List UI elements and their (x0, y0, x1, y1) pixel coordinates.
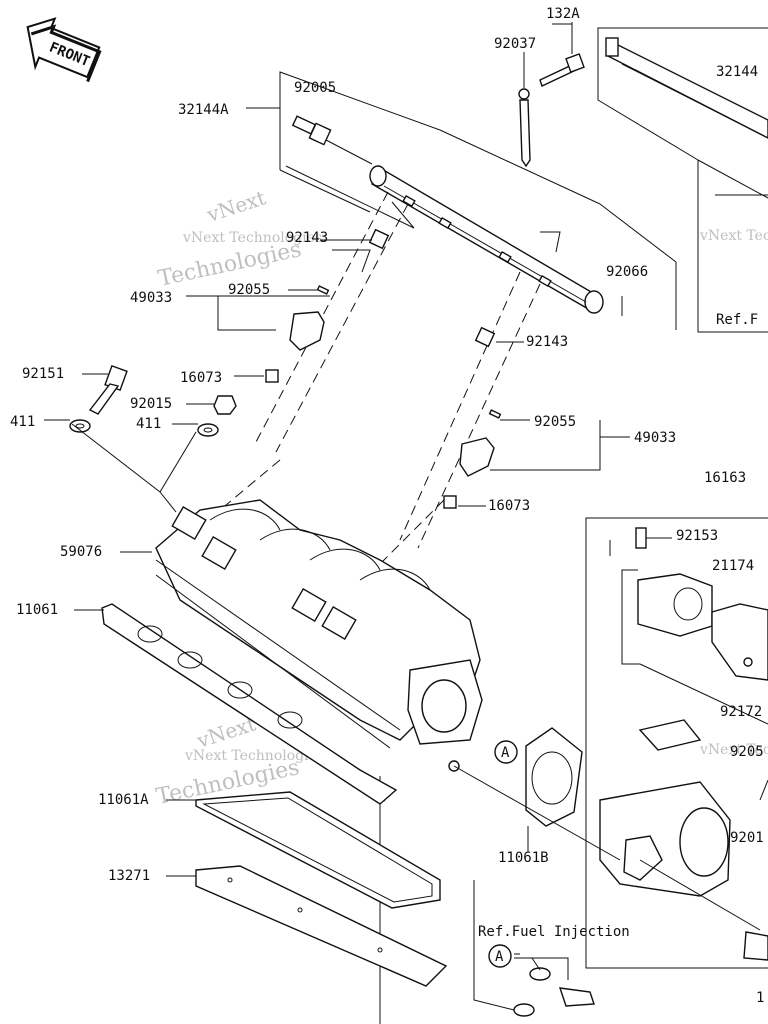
label-411-left: 411 (10, 414, 35, 430)
part-92037-clip (518, 52, 531, 168)
watermark-text: vNext Technologies (182, 230, 322, 246)
part-11061a-gasket (195, 791, 441, 909)
part-411-washer-mid (197, 423, 219, 437)
part-11061-gasket (101, 603, 398, 805)
callout-letter: A (495, 949, 504, 965)
watermark-text: vNext (203, 185, 268, 227)
label-bottom-right: 1 (756, 990, 764, 1006)
label-21174: 21174 (712, 558, 754, 574)
label-16163: 16163 (704, 470, 746, 486)
label-16073-top: 16073 (180, 370, 222, 386)
part-92015-nut (213, 395, 237, 415)
label-32144-right: 32144 (716, 64, 758, 80)
part-132a-bolt (539, 22, 585, 87)
label-411-mid: 411 (136, 416, 161, 432)
ref-box-fuel-rail (597, 27, 768, 333)
connector-lines (71, 423, 761, 931)
part-411-washer-left (69, 419, 91, 433)
label-92143-top: 92143 (286, 230, 328, 246)
label-92055-mid: 92055 (534, 414, 576, 430)
label-92015-right: 9201 (730, 830, 764, 846)
callout-letter: A (501, 745, 510, 761)
watermark-text: vNext Technologies (699, 742, 768, 758)
part-11061b-gasket (525, 727, 583, 827)
watermark-text: vNext Technologies (184, 748, 324, 764)
label-32144a: 32144A (178, 102, 229, 118)
label-92153: 92153 (676, 528, 718, 544)
part-49033-injector-mid (443, 326, 502, 509)
label-11061: 11061 (16, 602, 58, 618)
label-11061a: 11061A (98, 792, 149, 808)
label-ref-right: Ref.F (716, 312, 758, 328)
label-49033-mid: 49033 (634, 430, 676, 446)
part-92005-fitting (291, 115, 373, 165)
label-11061b: 11061B (498, 850, 549, 866)
part-13271-cover (195, 865, 448, 987)
part-labels: 132A 92037 32144 32144A 92005 92143 9205… (10, 6, 764, 1006)
front-arrow-icon: FRONT (26, 17, 102, 83)
part-92151-bolt (88, 364, 128, 415)
label-49033-top: 49033 (130, 290, 172, 306)
label-92005: 92005 (294, 80, 336, 96)
label-132a: 132A (546, 6, 580, 22)
label-16073-mid: 16073 (488, 498, 530, 514)
part-32144a-bracket (246, 71, 677, 330)
fuel-rail (369, 165, 604, 314)
ref-box-throttle-body (585, 517, 768, 969)
label-92015: 92015 (130, 396, 172, 412)
callout-a-1: A (494, 740, 518, 764)
label-59076: 59076 (60, 544, 102, 560)
part-49033-injector-top (265, 228, 390, 383)
label-92143-mid: 92143 (526, 334, 568, 350)
callout-a-2: A (488, 944, 512, 968)
label-92055-top: 92055 (228, 282, 270, 298)
label-13271: 13271 (108, 868, 150, 884)
label-92055-right: 9205 (730, 744, 764, 760)
label-ref-fuel-injection: Ref.Fuel Injection (478, 924, 630, 940)
watermark-text: vNext Technologies (699, 228, 768, 244)
label-92066: 92066 (606, 264, 648, 280)
part-intake-manifold (155, 499, 483, 772)
label-92151: 92151 (22, 366, 64, 382)
part-temp-sensor (473, 880, 595, 1017)
part-16163-throttle-body (599, 573, 768, 961)
part-92153-screw (635, 527, 672, 549)
label-92172: 92172 (720, 704, 762, 720)
label-92037: 92037 (494, 36, 536, 52)
leader-lines (44, 23, 630, 955)
